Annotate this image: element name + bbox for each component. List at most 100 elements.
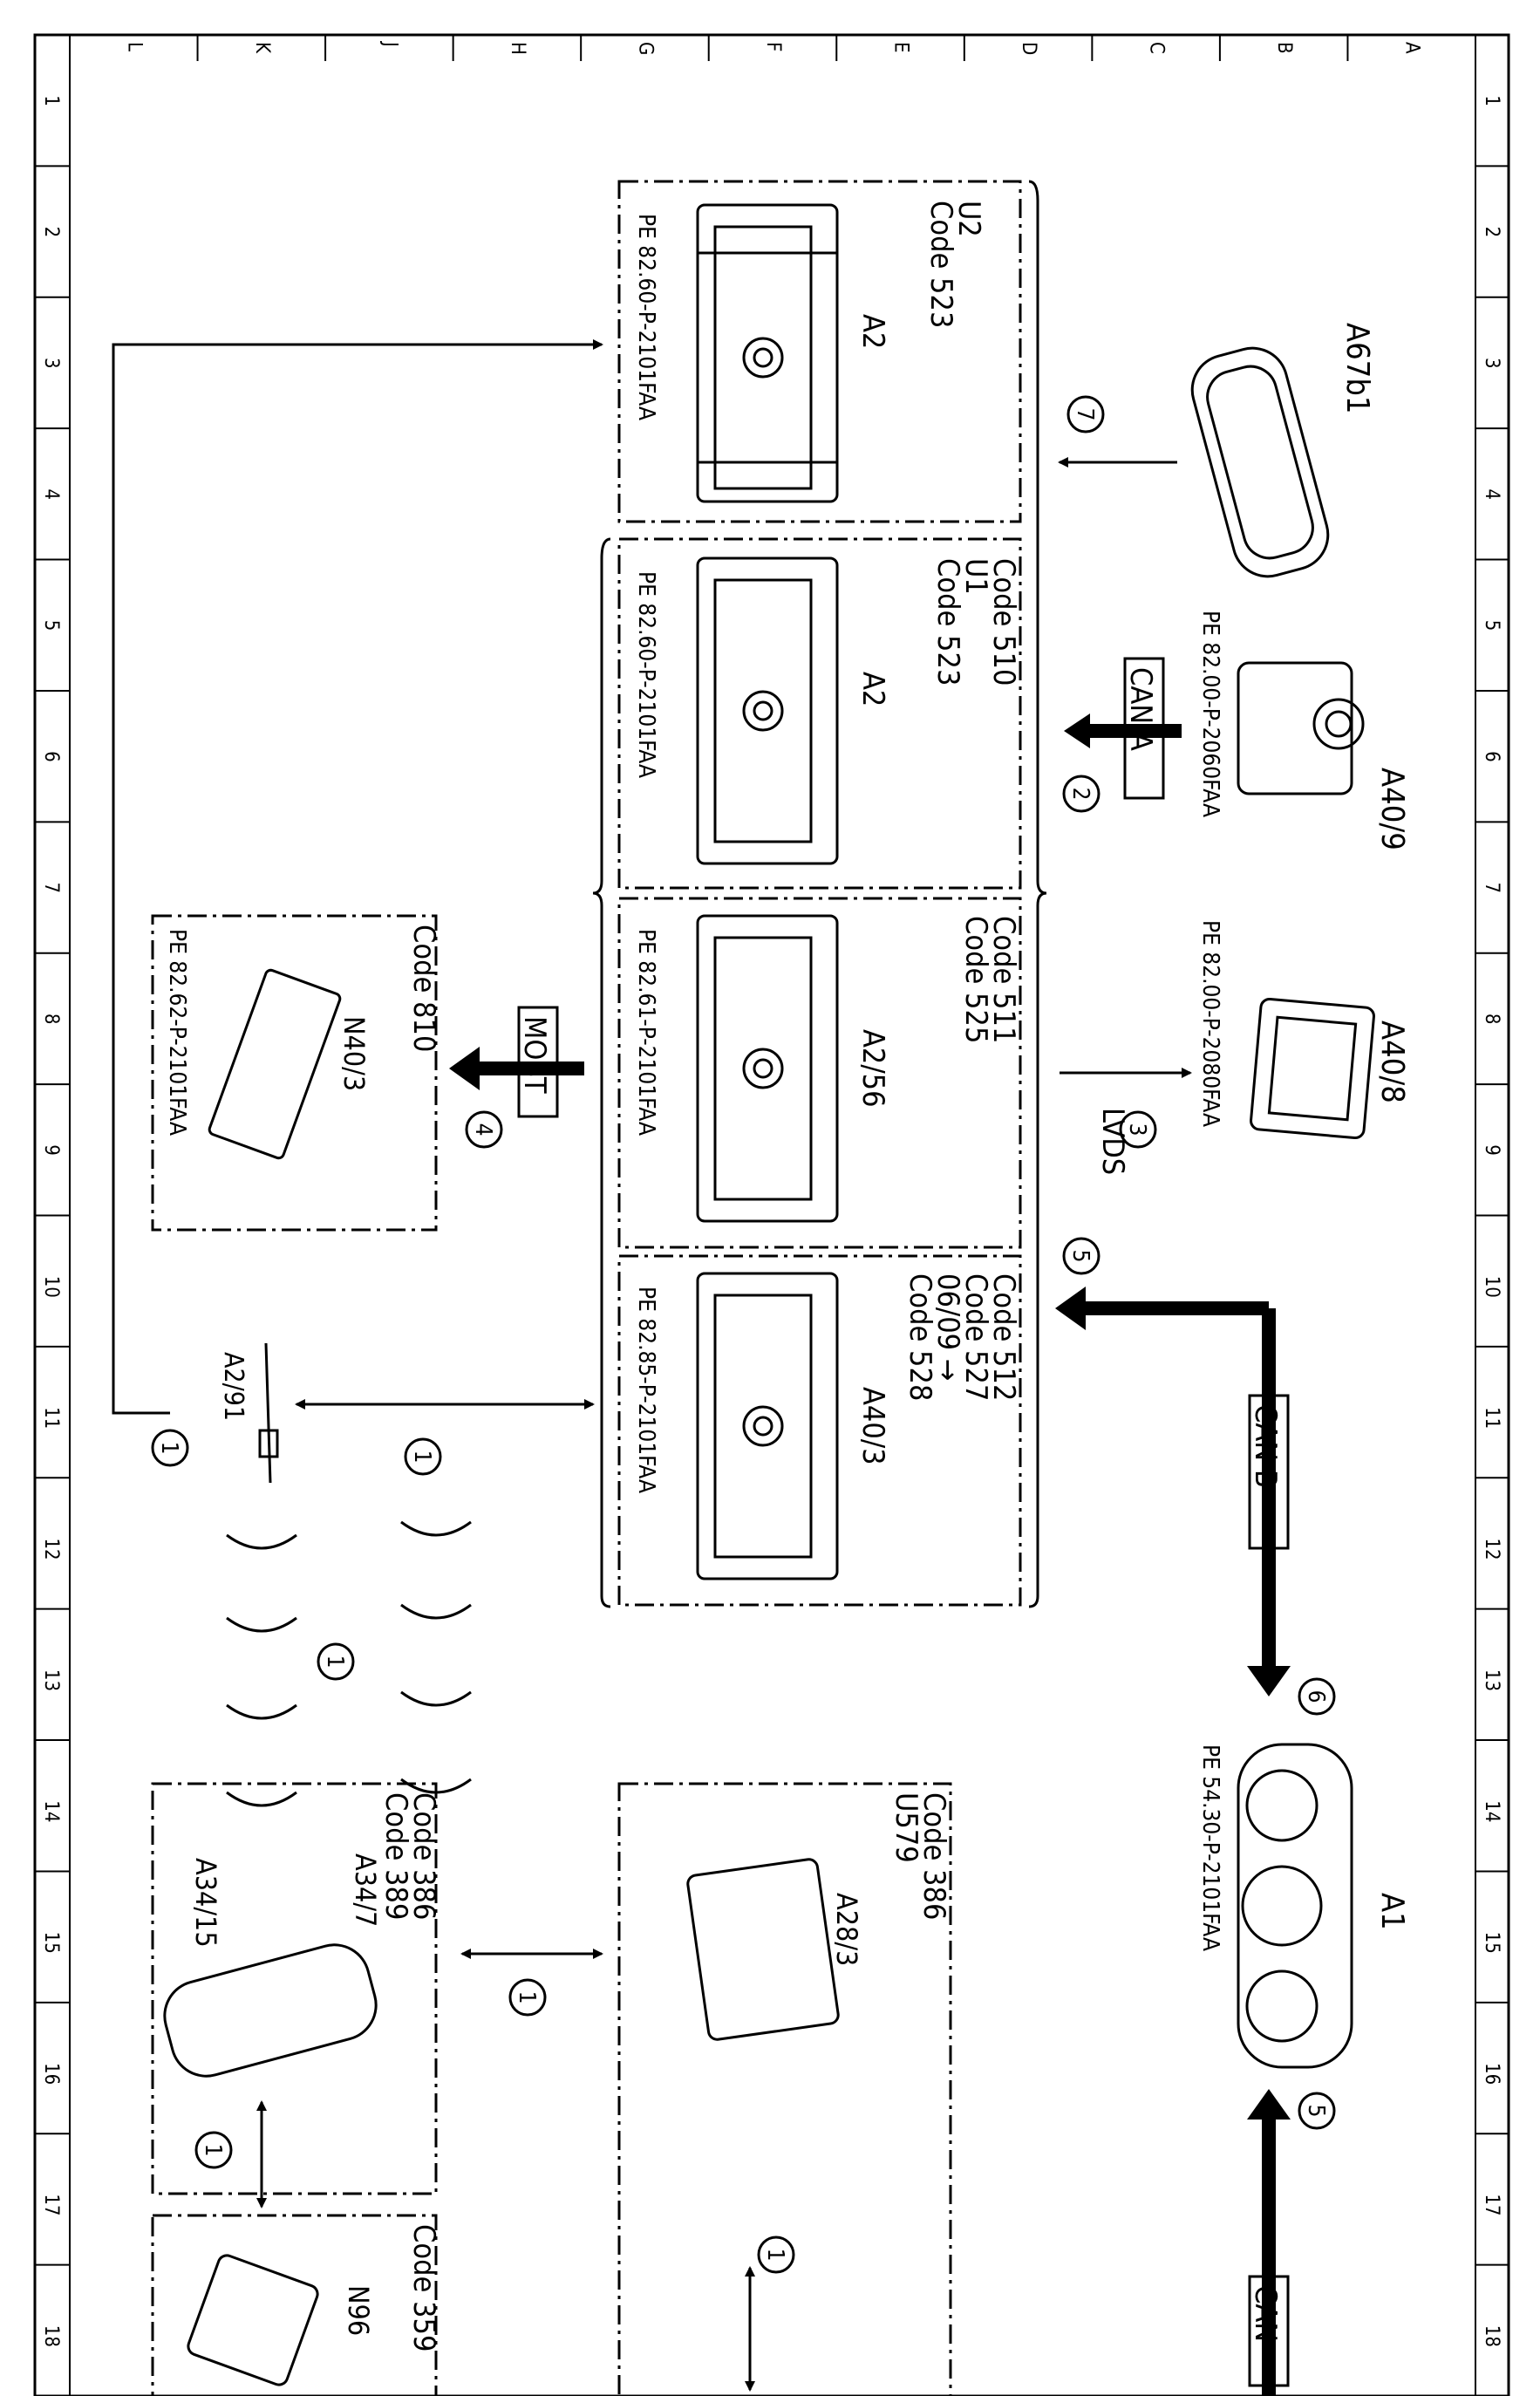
- connections: [112, 339, 1291, 2396]
- a2-u2-ref: PE 82.60-P-2101FAA: [633, 214, 659, 420]
- grid-column-H: H: [507, 42, 528, 55]
- a40-9-label: A40/9: [1374, 768, 1410, 850]
- grid-row-16-right: 16: [1481, 2063, 1503, 2085]
- a40-8-display: A40/8 PE 82.00-P-2080FAA: [1197, 920, 1410, 1140]
- bus-labels: CAN A MOST LVDS CAN B CAN: [517, 657, 1290, 2387]
- a28-3-label: A28/3: [830, 1893, 863, 1966]
- a40-3-ref: PE 82.85-P-2101FAA: [633, 1287, 659, 1493]
- grid-column-B: B: [1273, 42, 1295, 54]
- a40-3-code-line-3: 06/09 →: [930, 1273, 965, 1381]
- a2-u2-code-line-2: Code 523: [923, 201, 958, 328]
- a2-56-module: Code 511 Code 525 A2/56 PE 82.61-P-2101F…: [617, 897, 1022, 1249]
- a34-label-2: A34/15: [189, 1858, 222, 1948]
- grid-row-6-right: 6: [1481, 751, 1503, 762]
- a2-u1-code-line-2: U1: [958, 558, 993, 595]
- grid-column-K: K: [251, 42, 273, 54]
- grid-row-17-right: 17: [1481, 2194, 1503, 2215]
- grid-column-C: C: [1146, 42, 1168, 54]
- a34-label-1: A34/7: [349, 1853, 382, 1927]
- a67b1-rear-view-mirror: A67b1: [1190, 323, 1375, 578]
- grid-row-9-left: 9: [40, 1144, 62, 1156]
- a40-8-label: A40/8: [1374, 1021, 1410, 1103]
- callout-number-7: 1: [156, 1442, 182, 1455]
- grid-row-5-right: 5: [1481, 620, 1503, 631]
- grid-row-16-left: 16: [40, 2063, 62, 2085]
- a2-u1-code-line-1: Code 510: [986, 558, 1021, 686]
- callout-number-10: 1: [514, 1991, 540, 2004]
- group-brace-right: [1028, 180, 1047, 1608]
- grid-row-18-right: 18: [1481, 2325, 1503, 2347]
- a2-56-code-line-2: Code 525: [958, 916, 993, 1043]
- grid-row-11-left: 11: [40, 1407, 62, 1429]
- grid-column-D: D: [1018, 42, 1039, 55]
- grid-row-2-right: 2: [1481, 227, 1503, 238]
- a2-u1-code-line-3: Code 523: [930, 558, 965, 686]
- callout-circle-4: [1062, 1237, 1100, 1275]
- grid-row-12-right: 12: [1481, 1538, 1503, 1560]
- callout-number-12: 1: [762, 2249, 788, 2262]
- a2-u2-code-line-1: U2: [951, 201, 986, 237]
- a40-9-ref: PE 82.00-P-2060FAA: [1197, 611, 1223, 817]
- can-label: CAN: [1248, 2285, 1283, 2342]
- a2-u1-label: A2: [855, 672, 890, 707]
- can-a-label: CAN A: [1123, 667, 1158, 751]
- grid-row-10-right: 10: [1481, 1276, 1503, 1298]
- grid-row-3-left: 3: [40, 358, 62, 369]
- grid-row-8-left: 8: [40, 1014, 62, 1025]
- grid-column-E: E: [890, 42, 912, 53]
- callout-circle-10: [508, 1978, 547, 2017]
- grid-row-3-right: 3: [1481, 358, 1503, 369]
- radio-waves: [226, 1520, 472, 1807]
- callout-circle-0: [1066, 395, 1105, 433]
- a40-3-code-line-1: Code 512: [986, 1273, 1021, 1401]
- grid-row-13-right: 13: [1481, 1669, 1503, 1691]
- group-brace: [592, 537, 611, 1608]
- a34-code-line-1: Code 386: [406, 1792, 441, 1920]
- a40-9-camera: A40/9 PE 82.00-P-2060FAA: [1197, 611, 1410, 850]
- most-label: MOST: [517, 1016, 552, 1094]
- callout-number-1: 2: [1067, 788, 1094, 801]
- most-label-box: [517, 1006, 559, 1118]
- a28-3-code-line-2: U579: [889, 1792, 923, 1863]
- a2-56-label: A2/56: [855, 1029, 890, 1108]
- a40-3-module: Code 512 Code 527 06/09 → Code 528 A40/3…: [617, 1254, 1022, 1607]
- a34-code-line-2: Code 389: [378, 1792, 413, 1920]
- grid-row-2-left: 2: [40, 227, 62, 238]
- callout-circle-6: [1298, 2092, 1336, 2130]
- n40-3-module: Code 810 N40/3 PE 82.62-P-2101FAA: [151, 914, 441, 1232]
- callout-circle-12: [757, 2236, 795, 2274]
- n40-3-code: Code 810: [406, 925, 441, 1052]
- grid-row-7-left: 7: [40, 883, 62, 894]
- can-b-label: CAN B: [1248, 1404, 1283, 1488]
- a1-label: A1: [1374, 1893, 1410, 1930]
- grid-row-9-right: 9: [1481, 1144, 1503, 1156]
- grid-row-6-left: 6: [40, 751, 62, 762]
- a28-3-code-line-1: Code 386: [917, 1792, 951, 1920]
- a2-u2-label: A2: [855, 314, 890, 349]
- grid-row-1-right: 1: [1481, 95, 1503, 106]
- grid-row-15-right: 15: [1481, 1932, 1503, 1954]
- a2-56-ref: PE 82.61-P-2101FAA: [633, 929, 659, 1136]
- a1-instrument-cluster: A1 PE 54.30-P-2101FAA: [1197, 1743, 1410, 2069]
- radio-unit-drawing: [696, 203, 839, 503]
- callout-number-4: 5: [1067, 1250, 1094, 1263]
- callout-number-2: 3: [1124, 1123, 1150, 1137]
- a2-u1-module: Code 510 U1 Code 523 A2 PE 82.60-P-2101F…: [617, 537, 1022, 890]
- a40-3-code-line-2: Code 527: [958, 1273, 993, 1401]
- callout-circle-5: [1298, 1677, 1336, 1716]
- grid-row-15-left: 15: [40, 1932, 62, 1954]
- grid-row-7-right: 7: [1481, 883, 1503, 894]
- grid-row-11-right: 11: [1481, 1407, 1503, 1429]
- callout-number-3: 4: [470, 1123, 496, 1137]
- callout-circle-3: [465, 1110, 503, 1149]
- a2-u2-module: U2 Code 523 A2 PE 82.60-P-2101FAA: [617, 180, 1022, 523]
- callout-circle-8: [404, 1437, 442, 1476]
- a2-u1-ref: PE 82.60-P-2101FAA: [633, 571, 659, 778]
- callout-number-5: 6: [1303, 1690, 1329, 1703]
- grid-row-17-left: 17: [40, 2194, 62, 2215]
- a40-3-code-line-4: Code 528: [903, 1273, 937, 1401]
- grid-row-5-left: 5: [40, 620, 62, 631]
- callout-number-6: 5: [1303, 2105, 1329, 2118]
